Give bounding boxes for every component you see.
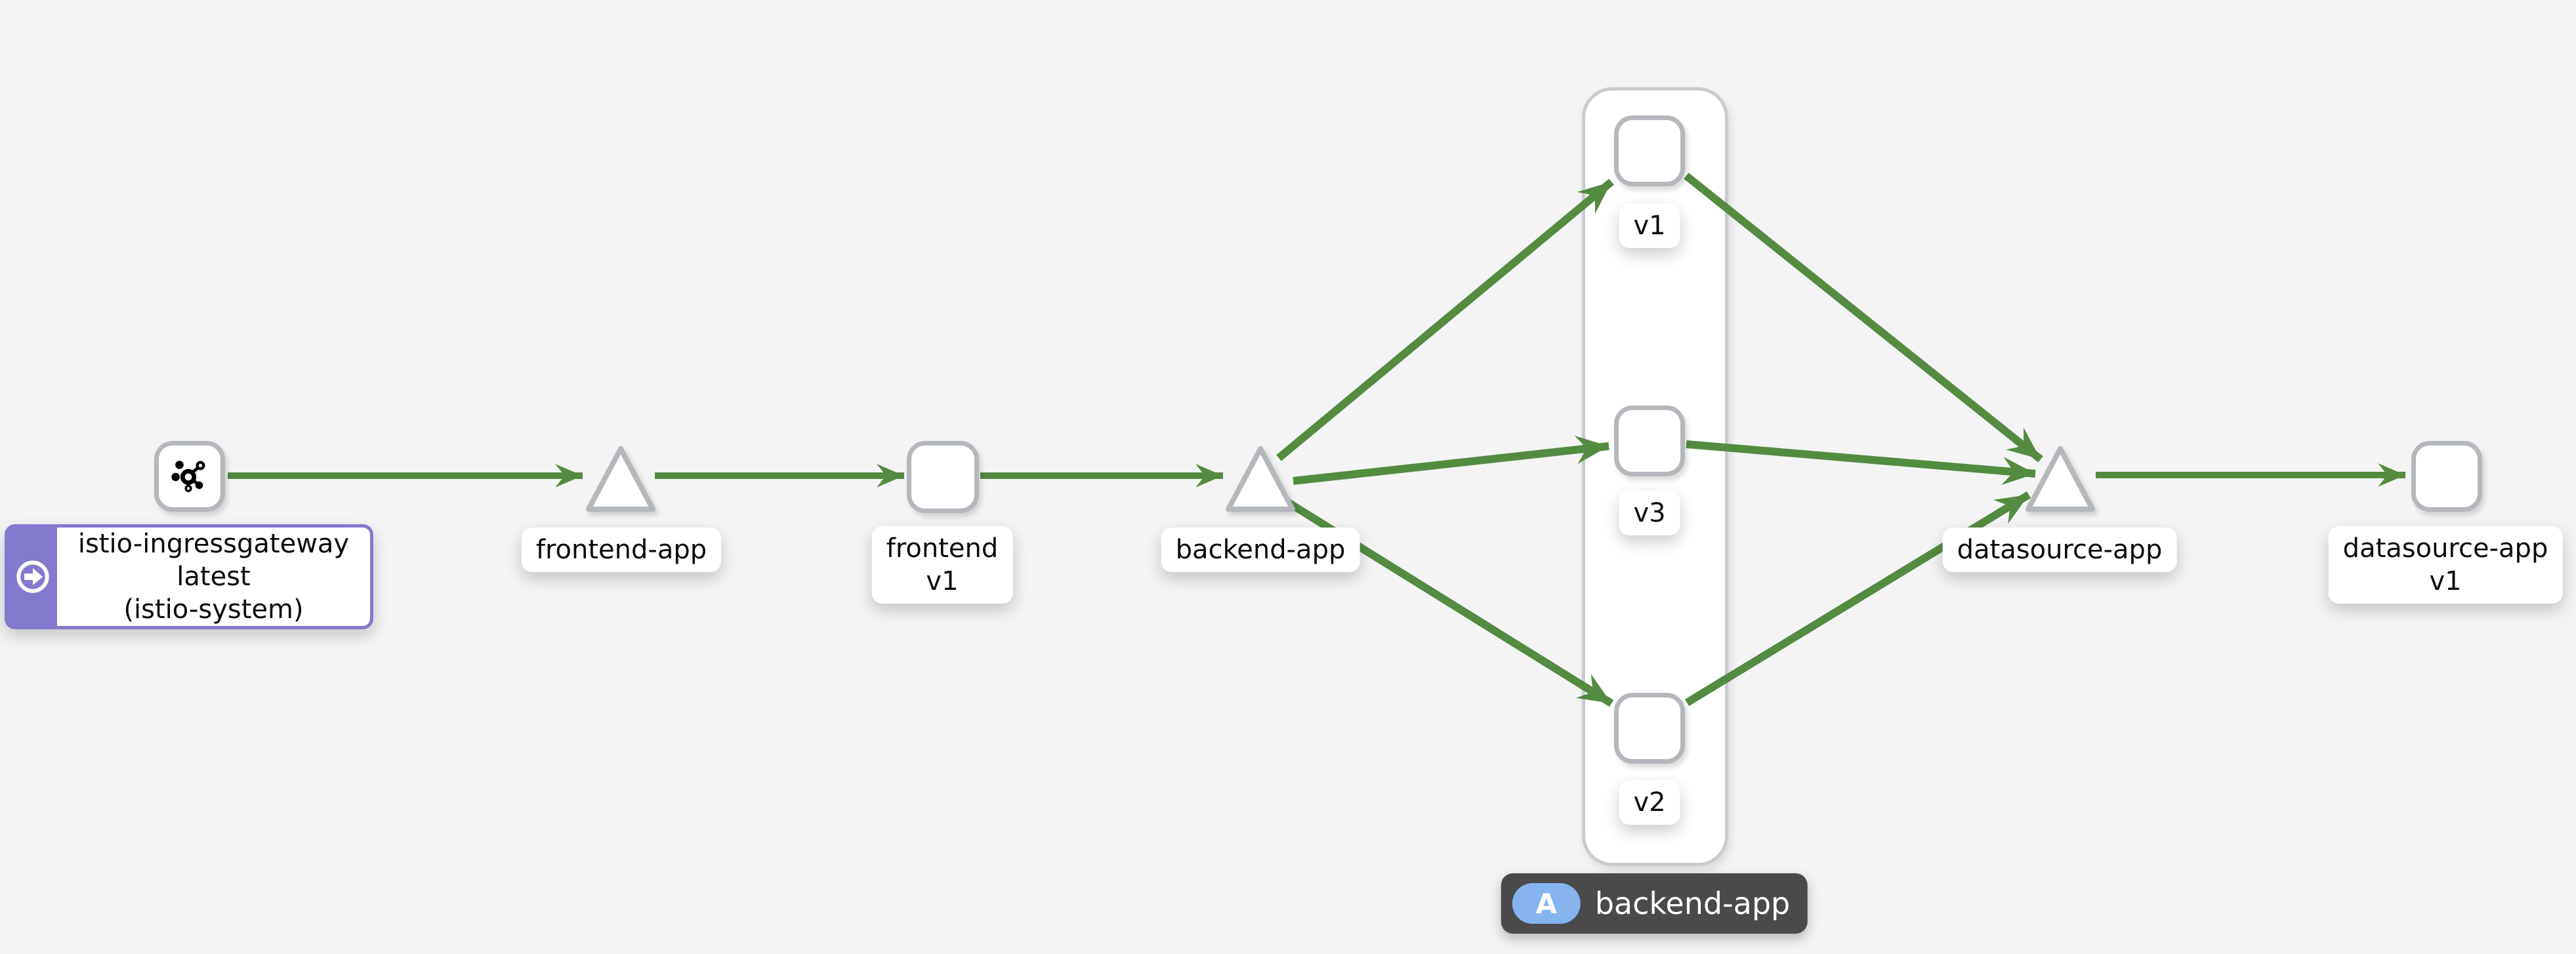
- label-line: v1: [2429, 566, 2462, 596]
- label-line: frontend-app: [535, 535, 707, 565]
- edge-backend-app-to-backend-v3[interactable]: [1293, 436, 1610, 485]
- label-line: v2: [1633, 787, 1666, 818]
- node-datasource-app[interactable]: [2021, 441, 2100, 520]
- node-istio-ingressgateway[interactable]: [154, 441, 225, 512]
- group-label-backend-app[interactable]: A backend-app: [1501, 873, 1808, 934]
- label-backend-app[interactable]: backend-app: [1161, 528, 1360, 572]
- root-traffic-badge: [8, 528, 57, 626]
- ingress-label-line: latest: [177, 562, 251, 592]
- label-line: datasource-app: [2342, 533, 2548, 564]
- label-frontend-app[interactable]: frontend-app: [521, 528, 722, 572]
- arrow-right-circle-icon: [16, 560, 49, 593]
- group-label-text: backend-app: [1594, 886, 1791, 921]
- node-backend-app[interactable]: [1221, 441, 1300, 520]
- label-istio-ingressgateway[interactable]: istio-ingressgateway latest (istio-syste…: [5, 524, 373, 629]
- label-datasource-app[interactable]: datasource-app: [1942, 528, 2177, 572]
- node-backend-v2[interactable]: [1614, 693, 1685, 764]
- label-backend-v1[interactable]: v1: [1619, 203, 1680, 248]
- label-line: datasource-app: [1957, 535, 2163, 565]
- node-frontend-app[interactable]: [581, 441, 660, 520]
- label-backend-v2[interactable]: v2: [1619, 780, 1680, 825]
- node-backend-v3[interactable]: [1614, 405, 1685, 476]
- node-frontend-v1[interactable]: [907, 441, 979, 513]
- ingress-label-line: (istio-system): [123, 594, 304, 625]
- edge-backend-v3-to-datasource-app[interactable]: [1686, 440, 2036, 486]
- ingress-label-text: istio-ingressgateway latest (istio-syste…: [57, 528, 370, 626]
- label-line: v1: [1633, 211, 1666, 241]
- label-line: frontend: [886, 533, 999, 564]
- node-backend-v1[interactable]: [1614, 115, 1685, 186]
- ingress-label-line: istio-ingressgateway: [77, 529, 350, 559]
- edge-backend-v2-to-datasource-app[interactable]: [1684, 491, 2031, 707]
- edge-backend-app-to-backend-v1[interactable]: [1276, 178, 1614, 461]
- node-datasource-v1[interactable]: [2411, 441, 2482, 512]
- edge-backend-v1-to-datasource-app[interactable]: [1684, 173, 2043, 463]
- app-badge: A: [1512, 883, 1581, 924]
- label-line: backend-app: [1175, 535, 1346, 565]
- mesh-icon: [171, 461, 205, 492]
- label-backend-v3[interactable]: v3: [1619, 491, 1680, 535]
- label-line: v3: [1633, 498, 1666, 528]
- label-line: v1: [926, 566, 959, 596]
